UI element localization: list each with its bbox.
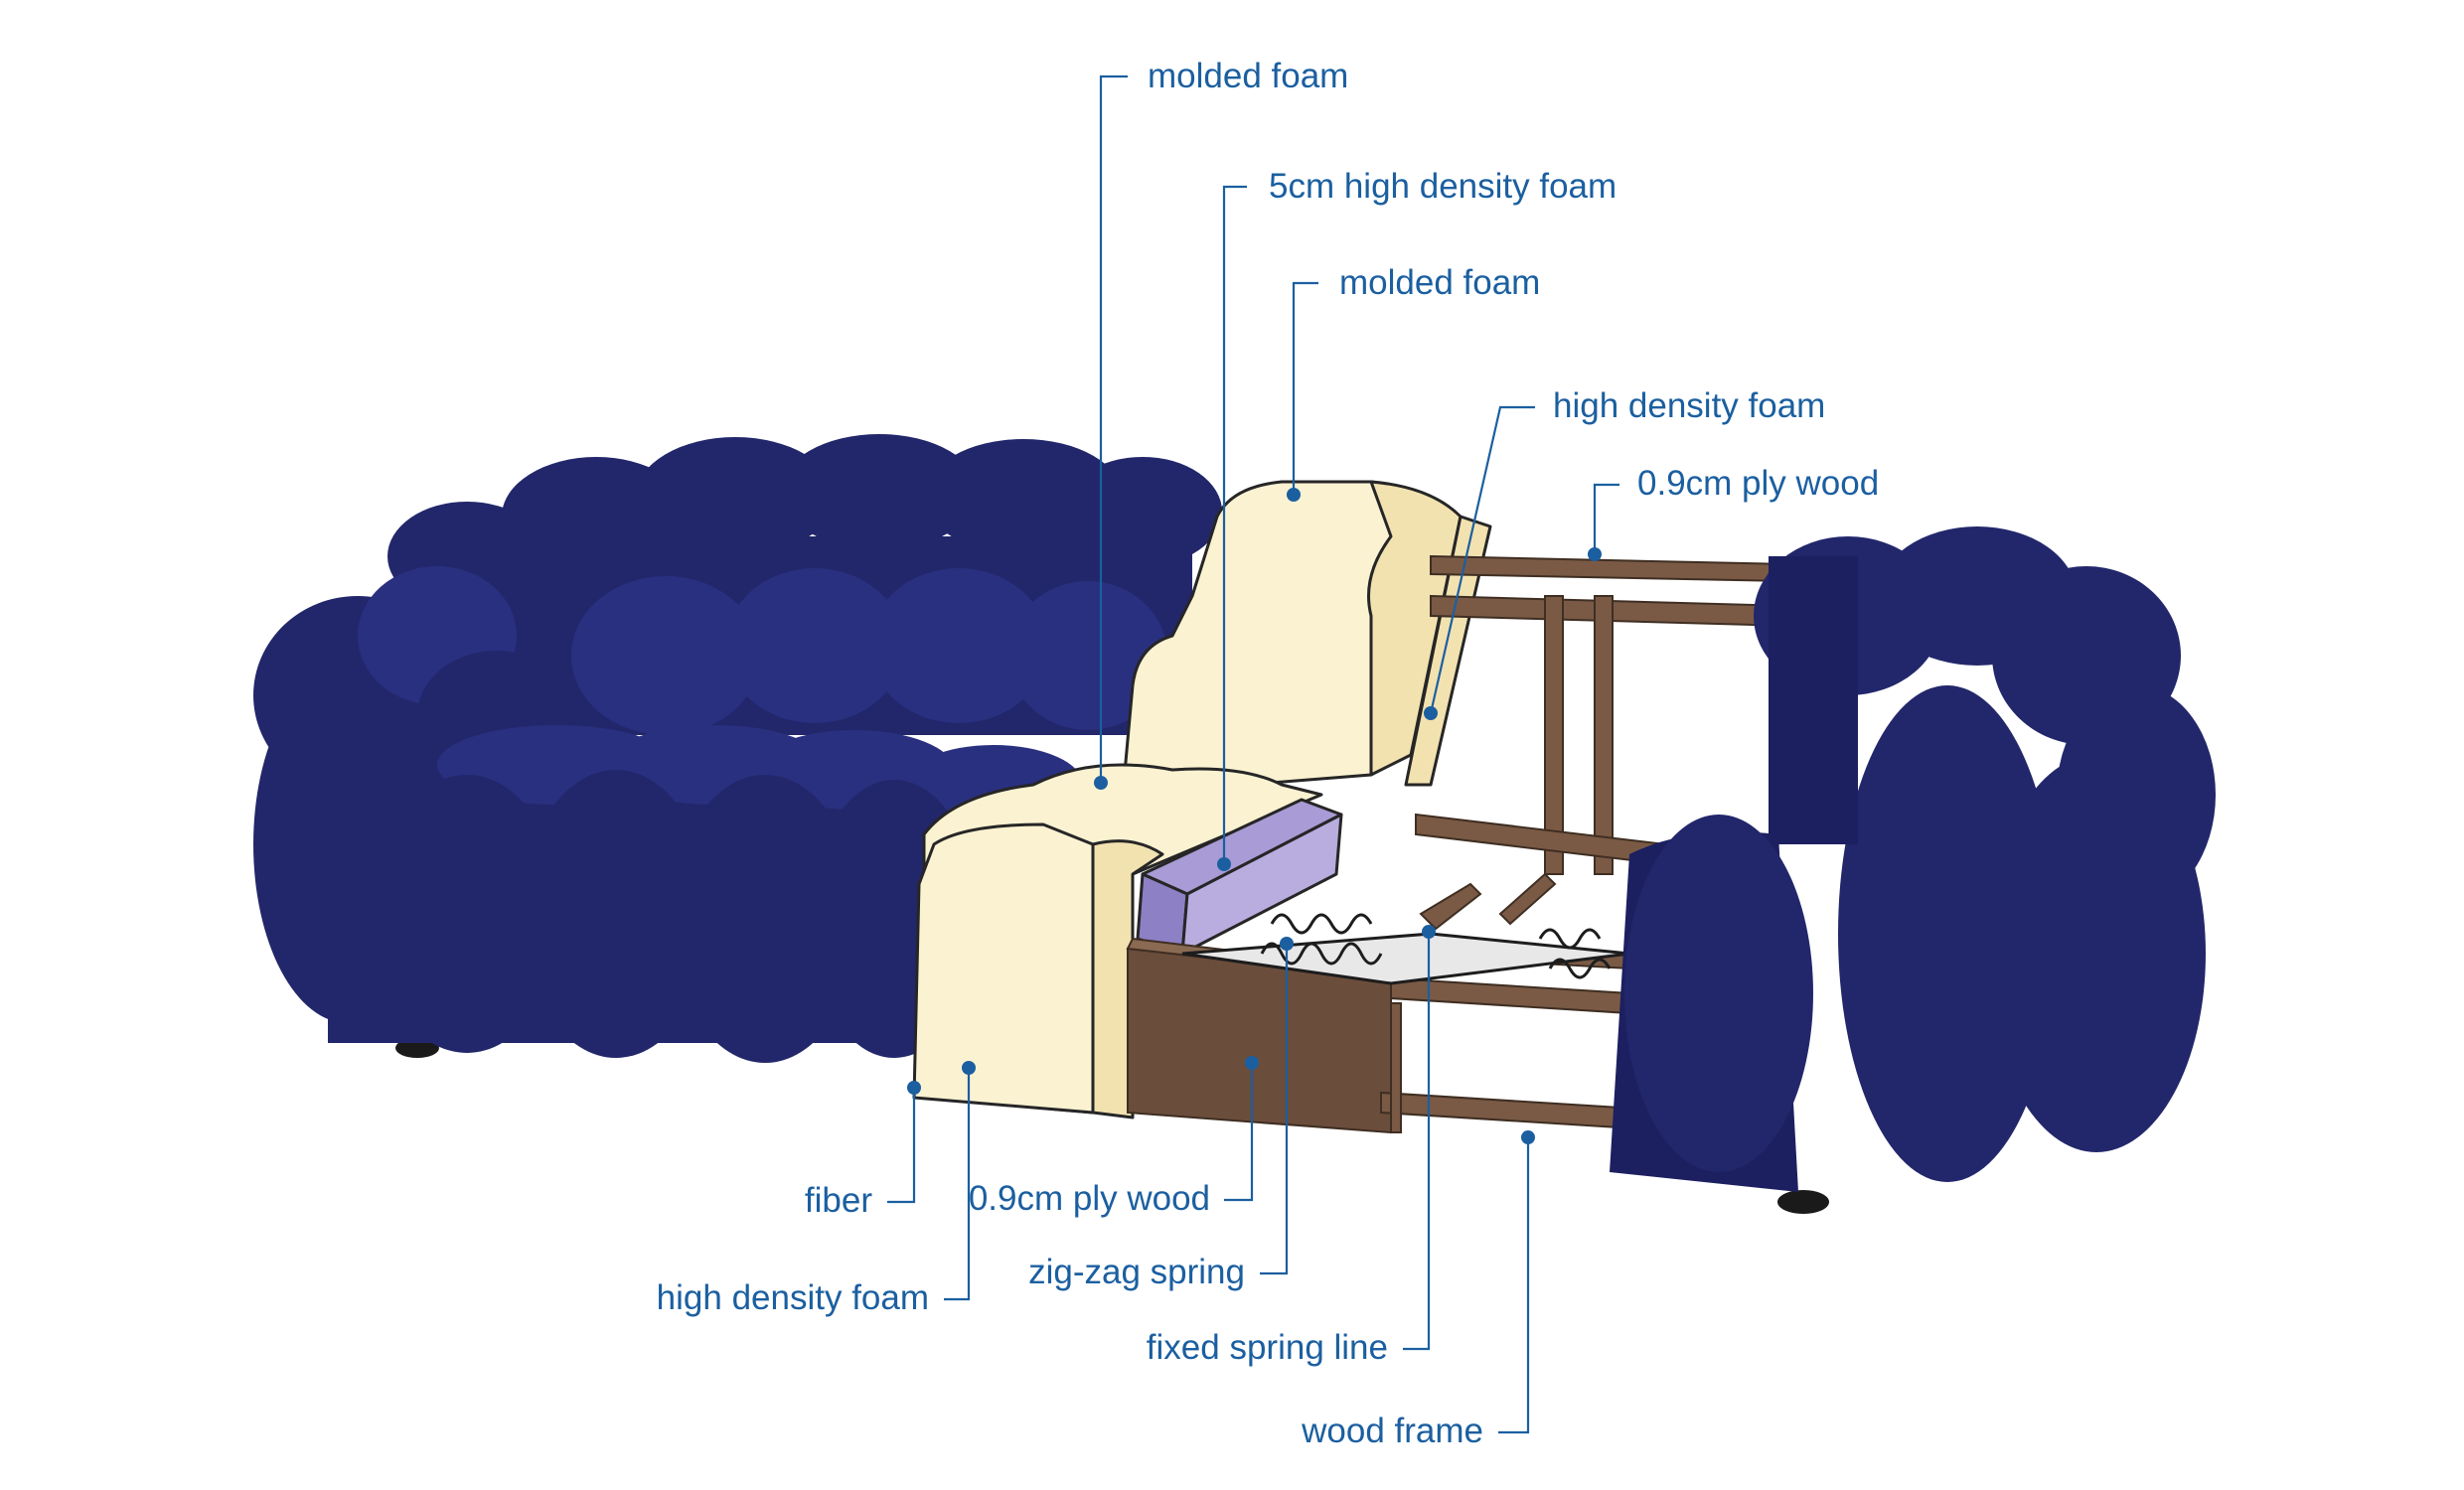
label-molded-foam-back: molded foam <box>1339 263 1540 302</box>
leader-fixed-spring <box>1403 932 1431 1351</box>
dot-hd-foam-arm <box>962 1061 976 1075</box>
sofa-illustration <box>253 434 2216 1214</box>
label-plywood-back: 0.9cm ply wood <box>1637 464 1879 503</box>
callout-leaders <box>887 74 1619 1434</box>
label-high-density-foam-back: high density foam <box>1553 386 1825 425</box>
leader-zigzag <box>1260 944 1289 1275</box>
leader-molded-foam-top <box>1099 74 1128 783</box>
dot-zigzag <box>1280 937 1294 951</box>
leader-plywood-seat <box>1224 1063 1254 1202</box>
leader-wood-frame <box>1498 1137 1530 1434</box>
callout-labels: molded foam 5cm high density foam molded… <box>657 57 1880 1450</box>
dot-molded-foam-back <box>1287 488 1301 502</box>
right-arm <box>1610 526 2216 1192</box>
label-fiber: fiber <box>805 1181 872 1220</box>
dot-plywood-seat <box>1245 1056 1259 1070</box>
dot-wood-frame <box>1521 1130 1535 1144</box>
label-high-density-foam-arm: high density foam <box>657 1278 929 1317</box>
label-5cm-high-density-foam: 5cm high density foam <box>1269 167 1617 206</box>
dot-5cm-foam <box>1217 857 1231 871</box>
dot-molded-foam-top <box>1094 776 1108 790</box>
leader-5cm-foam <box>1222 185 1247 864</box>
sofa-foot-right <box>1777 1190 1829 1214</box>
label-molded-foam-top: molded foam <box>1148 57 1348 95</box>
label-fixed-spring-line: fixed spring line <box>1147 1328 1388 1367</box>
foam-cross-section <box>912 480 1492 1119</box>
leader-fiber <box>887 1088 916 1204</box>
label-plywood-seat: 0.9cm ply wood <box>969 1179 1210 1218</box>
left-seat <box>328 725 1083 1063</box>
dot-hd-foam-back <box>1424 706 1438 720</box>
dot-plywood-back <box>1588 547 1602 561</box>
leader-plywood-back <box>1593 483 1619 554</box>
leader-hd-foam-arm <box>944 1068 971 1301</box>
dot-fixed-spring <box>1422 925 1436 939</box>
leader-molded-foam-back <box>1292 281 1318 495</box>
label-wood-frame: wood frame <box>1301 1412 1483 1450</box>
label-zigzag-spring: zig-zag spring <box>1028 1253 1245 1291</box>
dot-fiber <box>907 1081 921 1095</box>
leader-hd-foam-back <box>1429 405 1535 714</box>
